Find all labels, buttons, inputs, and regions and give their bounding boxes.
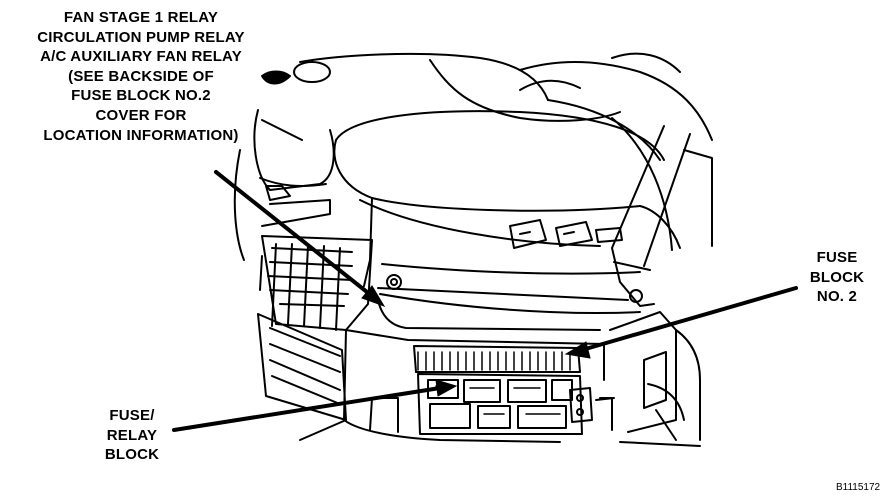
fuse-relay-block (417, 373, 583, 435)
underseat-housing (343, 311, 701, 447)
seat-belt-buckles (509, 219, 623, 249)
fuse-relay-arrow (172, 379, 458, 432)
callout-line: LOCATION INFORMATION) (43, 126, 239, 144)
callout-line: CIRCULATION PUMP RELAY (37, 28, 245, 46)
relay-location-callout: FAN STAGE 1 RELAY CIRCULATION PUMP RELAY… (6, 8, 276, 145)
right-bracket (569, 383, 685, 441)
callout-line: FAN STAGE 1 RELAY (63, 9, 219, 26)
callout-line: COVER FOR (95, 106, 187, 124)
callout-line: (SEE BACKSIDE OF (68, 67, 214, 85)
seat-belt-anchor (611, 125, 691, 307)
callout-line: BLOCK (809, 268, 865, 286)
fuse-block-2-callout: FUSE BLOCK NO. 2 (792, 248, 882, 307)
leader-lines (172, 170, 798, 432)
rear-seat-backrest (261, 52, 713, 161)
relay-arrow (214, 170, 386, 307)
callout-line: FUSE (816, 249, 858, 266)
callout-line: RELAY (106, 426, 158, 444)
fuse-relay-block-callout: FUSE/ RELAY BLOCK (84, 406, 180, 465)
figure-id: B1115172 (836, 482, 881, 493)
callout-line: FUSE/ (109, 407, 155, 424)
floor-carpet (257, 235, 373, 421)
callout-line: A/C AUXILIARY FAN RELAY (40, 48, 242, 66)
callout-line: NO. 2 (816, 288, 858, 306)
fuse-block-2 (413, 345, 581, 373)
fuse-block-2-arrow (564, 286, 798, 359)
callout-line: BLOCK (104, 446, 160, 464)
callout-line: FUSE BLOCK NO.2 (71, 87, 211, 105)
